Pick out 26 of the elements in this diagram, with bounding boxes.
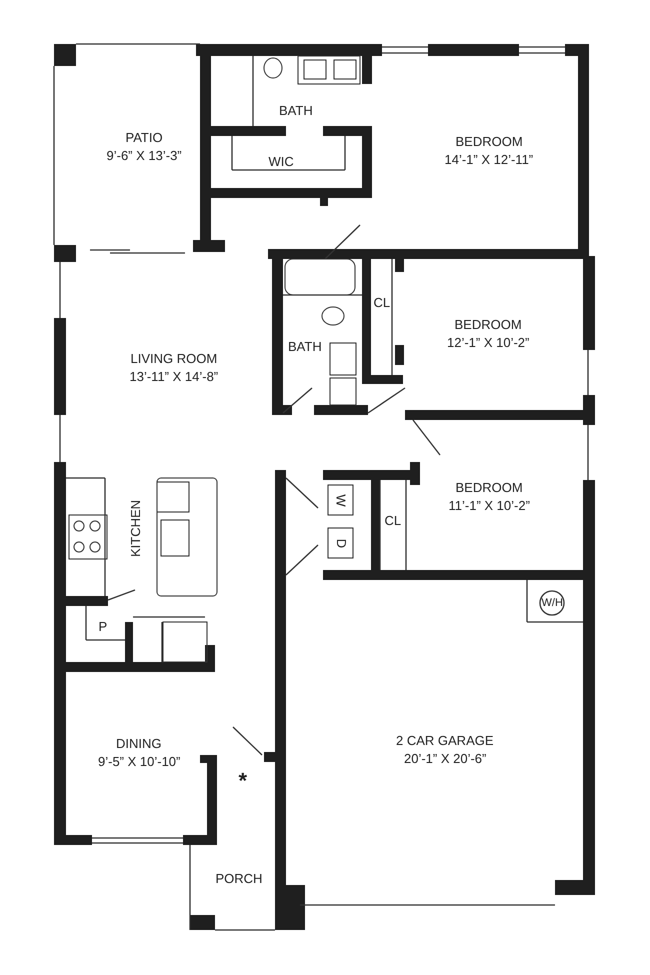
entry-mark: * <box>238 772 248 790</box>
dimension-label: 12’-1” X 10’-2” <box>447 334 530 350</box>
room-label: LIVING ROOM <box>130 350 218 366</box>
room-label: BEDROOM <box>456 134 523 148</box>
dimension-label: 11’-1” X 10’-2” <box>448 498 530 512</box>
dimension-label: 9’-5” X 10’-10” <box>98 754 180 768</box>
room-label: KITCHEN <box>128 499 143 557</box>
room-label: CL <box>384 512 402 528</box>
room-label: WIC <box>268 154 294 168</box>
dimension-label: 14’-1” X 12’-11” <box>444 152 534 166</box>
appliance-label: D <box>334 538 349 548</box>
appliance-label: W <box>334 494 349 506</box>
room-label: PORCH <box>216 870 262 886</box>
room-label: BATH <box>288 338 322 354</box>
room-label: BEDROOM <box>454 316 522 332</box>
dimension-label: 20’-1” X 20’-6” <box>404 750 486 766</box>
room-label: 2 CAR GARAGE <box>396 732 494 748</box>
room-label: CL <box>374 294 390 310</box>
room-label: BEDROOM <box>456 480 523 494</box>
dimension-label: 13’-11” X 14’-8” <box>130 368 218 384</box>
dimension-label: 9’-6” X 13’-3” <box>106 148 182 162</box>
room-label: PATIO <box>126 130 163 144</box>
appliance-label: W/H <box>542 596 563 610</box>
room-label: BATH <box>279 102 313 118</box>
room-label: DINING <box>116 736 162 750</box>
room-label: P <box>98 618 108 634</box>
